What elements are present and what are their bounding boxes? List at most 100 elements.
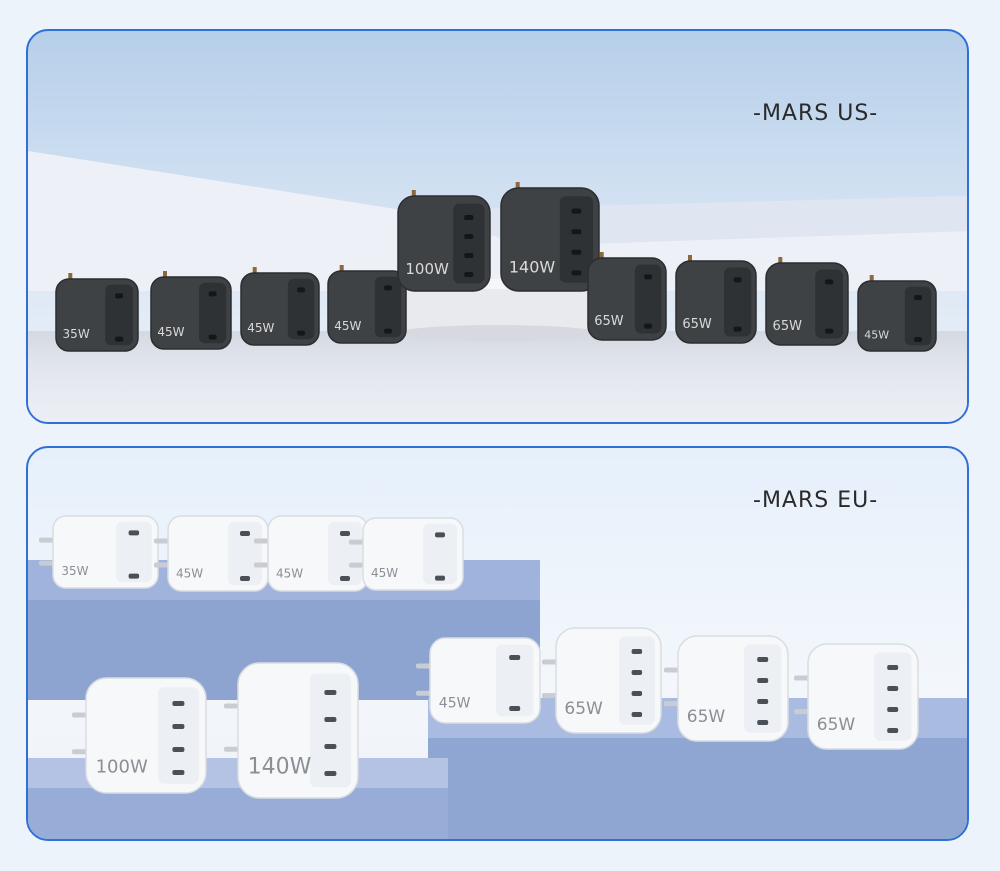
- usb-port-icon: [435, 532, 445, 538]
- charger-us-1: 45W: [150, 271, 232, 350]
- port-face: [423, 523, 457, 585]
- wattage-label: 65W: [564, 699, 603, 719]
- usb-port-icon: [571, 249, 582, 255]
- wattage-label: 140W: [509, 257, 556, 276]
- wattage-label: 35W: [63, 327, 90, 341]
- port-face: [158, 687, 199, 784]
- charger-eu-5: 65W: [542, 627, 662, 734]
- usb-port-icon: [172, 770, 185, 775]
- port-face: [559, 196, 594, 283]
- usb-port-icon: [825, 328, 834, 334]
- plug-prong: [163, 271, 167, 279]
- wattage-label: 45W: [439, 696, 471, 712]
- plug-prong: [778, 257, 783, 265]
- usb-port-icon: [172, 747, 185, 752]
- left-step-front: [28, 788, 448, 839]
- usb-port-icon: [509, 655, 521, 660]
- usb-port-icon: [172, 701, 185, 706]
- plug-pin: [39, 537, 55, 543]
- plug-pin: [254, 562, 270, 568]
- wattage-label: 140W: [248, 755, 312, 780]
- wattage-label: 45W: [334, 319, 361, 333]
- plug-pin: [664, 701, 680, 707]
- plug-prong: [68, 273, 73, 281]
- usb-port-icon: [631, 691, 643, 696]
- usb-port-icon: [644, 274, 652, 280]
- port-face: [619, 636, 655, 725]
- wattage-label: 100W: [405, 260, 449, 278]
- usb-port-icon: [887, 707, 899, 712]
- charger-us-4: 100W: [397, 190, 491, 292]
- charger-us-7: 65W: [675, 255, 757, 344]
- usb-port-icon: [324, 771, 337, 776]
- wattage-label: 65W: [773, 319, 803, 334]
- wattage-label: 45W: [276, 567, 303, 581]
- usb-port-icon: [128, 530, 140, 536]
- usb-port-icon: [208, 291, 217, 297]
- charger-eu-0: 35W: [39, 515, 159, 589]
- charger-eu-7: 65W: [794, 643, 919, 750]
- usb-port-icon: [914, 337, 922, 342]
- usb-port-icon: [324, 744, 337, 749]
- usb-port-icon: [571, 229, 582, 235]
- plug-pin: [794, 709, 810, 715]
- port-face: [199, 282, 227, 344]
- usb-port-icon: [172, 724, 185, 729]
- usb-port-icon: [757, 678, 769, 683]
- wattage-label: 35W: [61, 564, 88, 578]
- charger-us-8: 65W: [765, 257, 849, 346]
- port-face: [228, 522, 262, 585]
- usb-port-icon: [887, 686, 899, 691]
- usb-port-icon: [240, 531, 250, 536]
- usb-port-icon: [115, 336, 124, 342]
- plug-pin: [542, 693, 558, 699]
- plug-pin: [664, 667, 680, 673]
- charger-us-0: 35W: [55, 273, 139, 352]
- usb-port-icon: [631, 670, 643, 675]
- charger-us-6: 65W: [587, 252, 667, 341]
- port-face: [815, 269, 844, 339]
- usb-port-icon: [825, 279, 834, 285]
- plug-pin: [224, 703, 240, 709]
- plug-prong: [252, 267, 257, 275]
- port-face: [328, 522, 362, 585]
- wattage-label: 45W: [176, 567, 203, 581]
- usb-port-icon: [115, 293, 124, 299]
- plug-pin: [72, 749, 88, 755]
- plug-pin: [794, 675, 810, 681]
- usb-port-icon: [384, 285, 392, 291]
- charger-eu-2: 45W: [254, 515, 369, 592]
- usb-port-icon: [464, 215, 474, 220]
- wattage-label: 45W: [864, 328, 889, 341]
- usb-port-icon: [324, 717, 337, 722]
- usb-port-icon: [571, 208, 582, 214]
- charger-us-5: 140W: [500, 182, 600, 292]
- charger-eu-6: 65W: [664, 635, 789, 742]
- usb-port-icon: [340, 576, 350, 581]
- usb-port-icon: [887, 728, 899, 733]
- port-face: [374, 276, 402, 338]
- usb-port-icon: [324, 690, 337, 695]
- right-step-front: [428, 738, 967, 839]
- usb-port-icon: [733, 326, 742, 332]
- port-face: [874, 652, 912, 741]
- usb-port-icon: [464, 234, 474, 239]
- plug-pin: [542, 659, 558, 665]
- pedestal-base: [398, 325, 598, 341]
- charger-us-2: 45W: [240, 267, 320, 346]
- port-face: [904, 286, 932, 346]
- charger-eu-8: 100W: [72, 677, 207, 794]
- plug-pin: [416, 690, 432, 696]
- plug-pin: [349, 562, 365, 568]
- plug-pin: [154, 538, 170, 544]
- plug-pin: [72, 712, 88, 718]
- usb-port-icon: [631, 712, 643, 717]
- plug-pin: [154, 562, 170, 568]
- charger-eu-3: 45W: [349, 517, 464, 591]
- wattage-label: 45W: [371, 566, 398, 580]
- usb-port-icon: [757, 699, 769, 704]
- plug-prong: [411, 190, 416, 198]
- port-face: [724, 267, 752, 337]
